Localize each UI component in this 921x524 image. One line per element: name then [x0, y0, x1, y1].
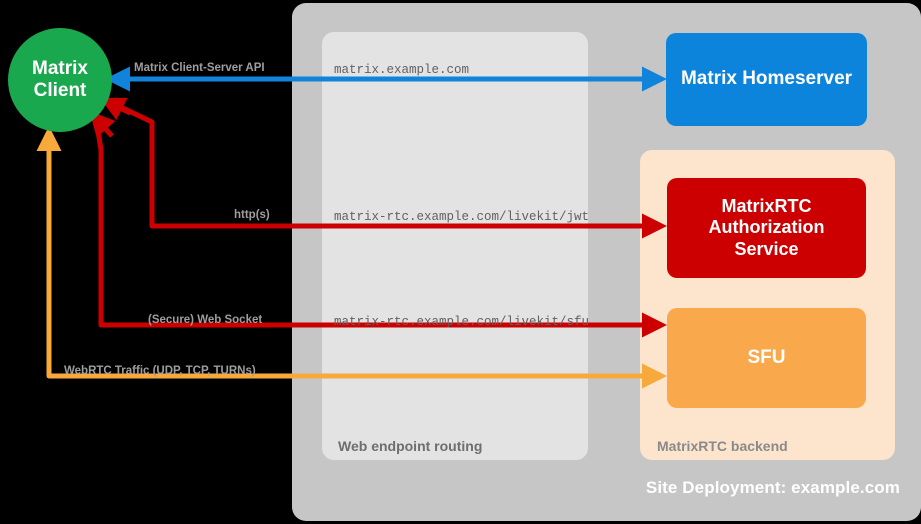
node-sfu[interactable]: SFU — [667, 308, 866, 408]
matrix-client-label-line2: Client — [33, 80, 87, 101]
matrix-client-label-line1: Matrix — [32, 58, 88, 80]
panel-backend-label: MatrixRTC backend — [657, 438, 788, 454]
node-matrixrtc-authorization-service[interactable]: MatrixRTC Authorization Service — [667, 178, 866, 278]
panel-deployment-label: Site Deployment: example.com — [645, 478, 900, 497]
endpoint-label-matrix: matrix.example.com — [334, 63, 470, 77]
flow-label-web-socket: (Secure) Web Socket — [148, 314, 263, 326]
flow-label-https: http(s) — [234, 209, 270, 221]
sfu-label: SFU — [747, 346, 786, 368]
auth-service-label-line1: MatrixRTC — [721, 195, 812, 216]
panel-routing-label: Web endpoint routing — [338, 438, 483, 454]
flow-label-client-server-api: Matrix Client-Server API — [134, 62, 265, 74]
edge-https-jwt-return-head — [99, 97, 132, 121]
auth-service-label-line3: Service — [734, 238, 799, 259]
flow-label-webrtc-traffic: WebRTC Traffic (UDP, TCP, TURNs) — [64, 365, 256, 377]
edge-web-socket-return-head — [89, 110, 116, 138]
node-matrix-homeserver[interactable]: Matrix Homeserver — [666, 33, 867, 126]
endpoint-label-livekit-sfu: matrix-rtc.example.com/livekit/sfu — [334, 315, 590, 329]
matrix-homeserver-label: Matrix Homeserver — [680, 68, 853, 90]
panel-web-endpoint-routing — [322, 32, 588, 460]
node-matrix-client[interactable]: Matrix Client — [8, 28, 112, 132]
endpoint-label-livekit-jwt: matrix-rtc.example.com/livekit/jwt — [334, 210, 590, 224]
auth-service-label-line2: Authorization — [708, 217, 825, 238]
